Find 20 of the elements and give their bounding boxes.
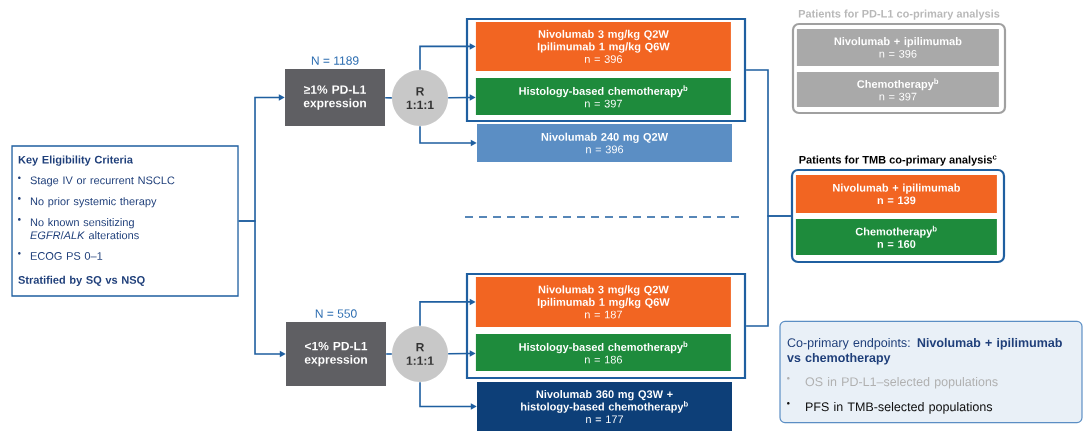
group-heading: Patients for TMB co-primary analysis$^{c}$	[799, 155, 997, 166]
arm-box: Nivolumab 3 mg/kg Q2W Ipilimumab 1 mg/kg Q6W n = 396	[475, 21, 731, 71]
group-frame	[465, 17, 747, 123]
endpoints-box: Co-primary endpoints: Nivolumab + ipilimumab vs chemotherapy OS in PD-L1–selected populations PFS in TMB-selected populations	[779, 320, 1083, 424]
arm-box: Nivolumab 240 mg Q2W n = 396	[477, 124, 732, 162]
arm-box: Histology-based chemotherapy$^{b}$ n = 186	[475, 333, 731, 371]
group-frame	[465, 272, 747, 380]
arm-box: Nivolumab 360 mg Q3W + histology-based chemotherapy$^{b}$ n = 177	[477, 382, 732, 431]
group-heading: Patients for PD-L1 co-primary analysis	[798, 9, 1000, 20]
sample-size-label: N = 550	[315, 309, 357, 318]
arm-box: Nivolumab + ipilimumab n = 396	[796, 28, 999, 66]
stratum-box: <1% PD-L1 expression	[286, 322, 386, 386]
arm-box: Chemotherapy$^{b}$ n = 160	[795, 218, 997, 255]
arm-box: Histology-based chemotherapy$^{b}$ n = 397	[475, 77, 731, 115]
stratum-box: ≥1% PD-L1 expression	[285, 69, 385, 126]
arm-box: Nivolumab 3 mg/kg Q2W Ipilimumab 1 mg/kg Q6W n = 187	[475, 276, 731, 327]
arm-box: Nivolumab + ipilimumab n = 139	[795, 174, 997, 213]
criteria-box: Key Eligibility Criteria Stage IV or recurrent NSCLC No prior systemic therapy No known sensitizing EGFR/ALK alterations ECOG PS 0–1 Stratified by SQ vs NSQ	[11, 145, 239, 297]
sample-size-label: N = 1189	[311, 56, 359, 65]
arm-box: Chemotherapy$^{b}$ n = 397	[796, 71, 999, 107]
